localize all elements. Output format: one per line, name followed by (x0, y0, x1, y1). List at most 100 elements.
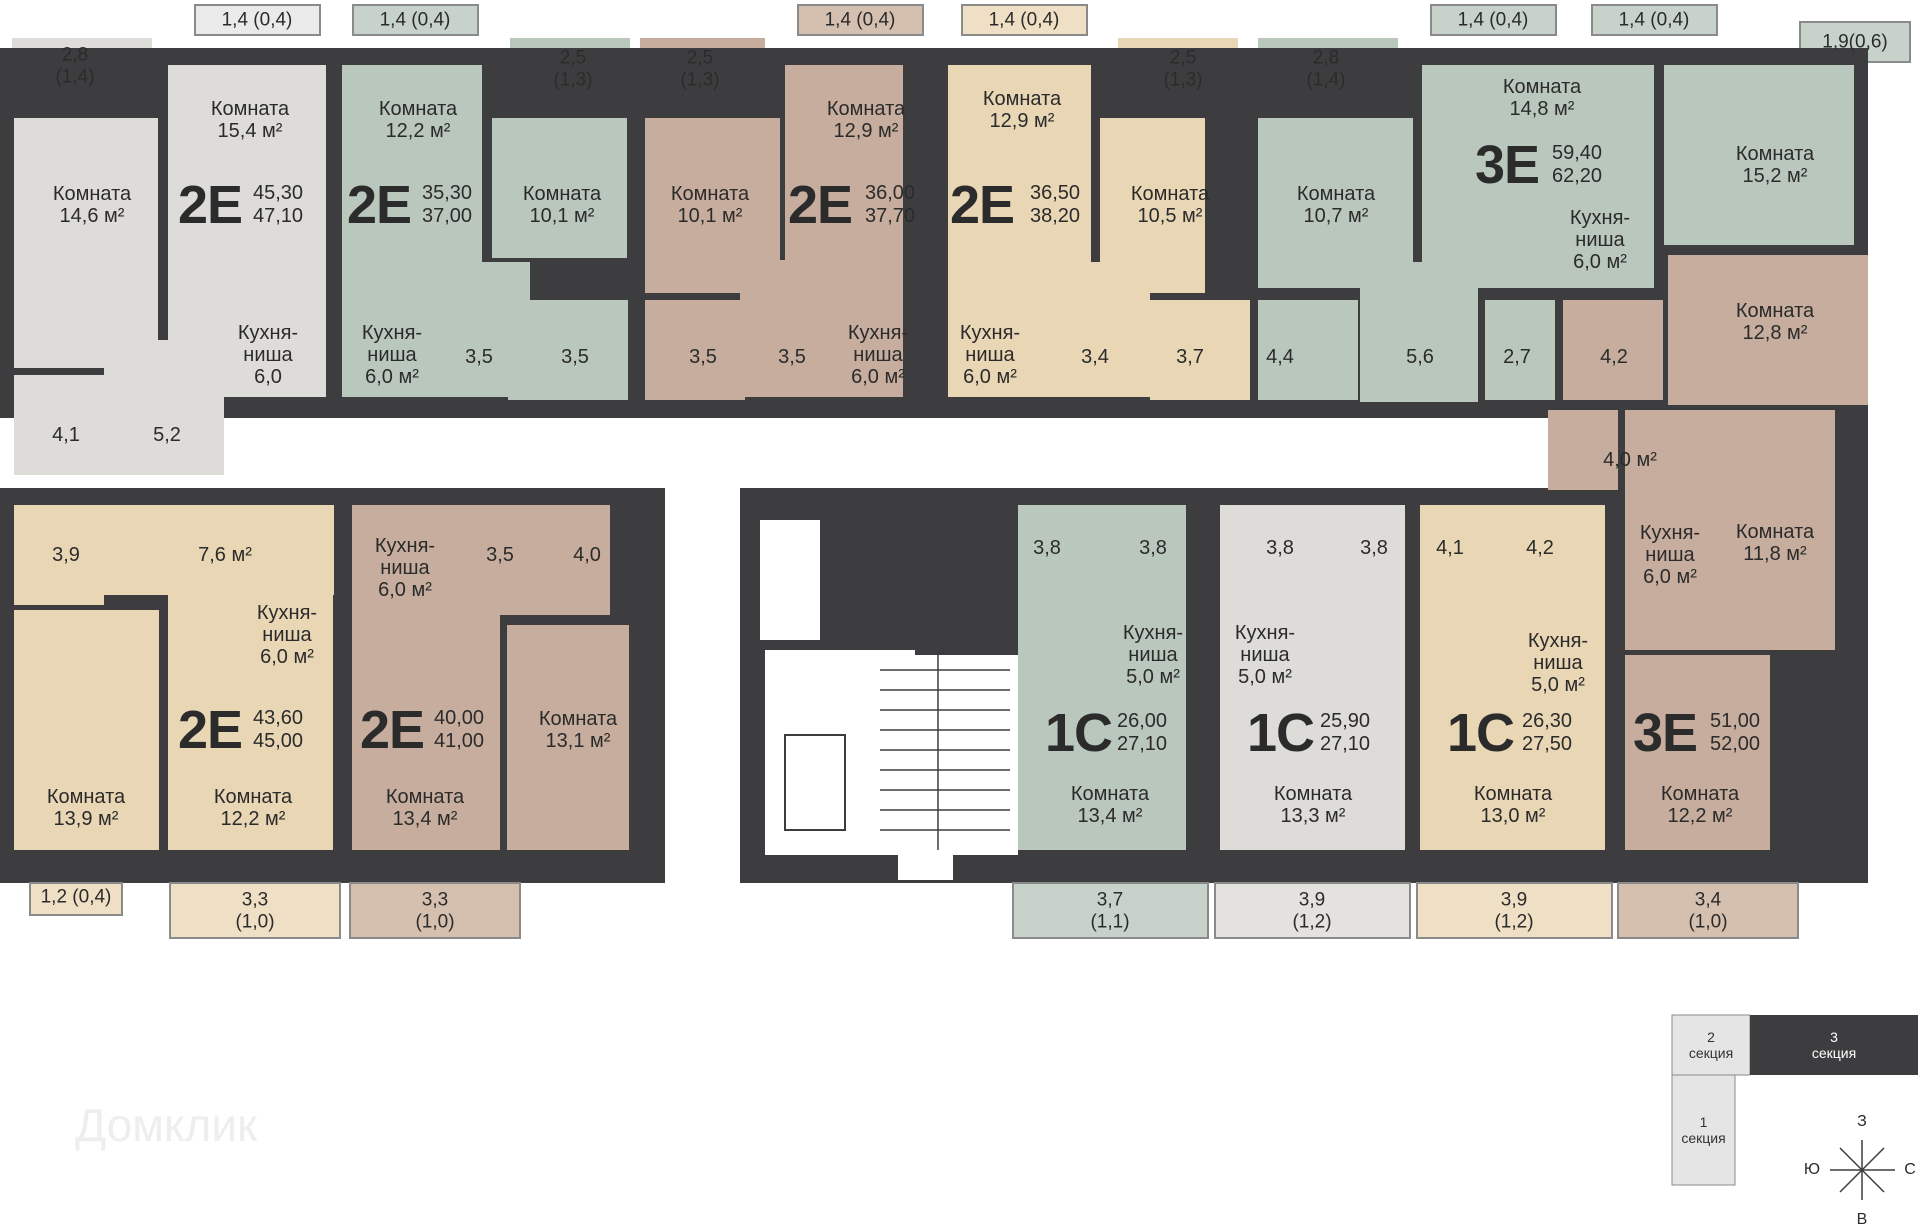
compass-icon (1830, 1140, 1895, 1200)
balcony-label: 3,9 (1500, 889, 1528, 911)
area-label: 3,8 (1033, 537, 1061, 559)
section-legend (1671, 1014, 1918, 1186)
balcony-label: 1,4 (0,4) (988, 9, 1060, 31)
apartment-code: 3E (1633, 703, 1698, 763)
balcony-area-sub: (1,3) (680, 69, 720, 91)
area-label: 4,1 (1436, 537, 1464, 559)
area-label: 4,2 (1600, 346, 1628, 368)
balcony-label: (1,0) (1688, 911, 1728, 933)
bottom-balconies (29, 882, 1799, 939)
balcony-area-sub: (1,3) (553, 69, 593, 91)
area-label: 4,4 (1266, 346, 1294, 368)
apartment-code: 2E (950, 175, 1015, 235)
balcony-label: (1,2) (1292, 911, 1332, 933)
area-label: 4,1 (52, 424, 80, 446)
balcony-area: 2,5 (559, 47, 587, 69)
compass-south: В (1856, 1211, 1868, 1228)
area-label: 3,5 (561, 346, 589, 368)
balcony-label: 1,4 (0,4) (1618, 9, 1690, 31)
area-label: 3,9 (52, 544, 80, 566)
compass-east: С (1904, 1161, 1916, 1178)
area-label: 5,2 (153, 424, 181, 446)
apartment-code: 3E (1475, 135, 1540, 195)
watermark: Домклик (75, 1099, 258, 1151)
lower-rooms (14, 410, 1835, 850)
balcony-label: 3,3 (421, 889, 449, 911)
stair-core (760, 520, 1018, 880)
balcony-area-sub: (1,4) (1306, 69, 1346, 91)
apartment-code: 2E (347, 175, 412, 235)
apartment-code: 1C (1045, 703, 1113, 763)
balcony-label: (1,0) (415, 911, 455, 933)
balcony-area: 2,8 (61, 44, 89, 66)
apartment-code: 1C (1247, 703, 1315, 763)
balcony-label: 3,7 (1096, 889, 1124, 911)
area-label: 4,2 (1526, 537, 1554, 559)
area-label: 2,7 (1503, 346, 1531, 368)
balcony-label: 1,4 (0,4) (379, 9, 451, 31)
area-label: 4,0 м² (1603, 449, 1657, 471)
area-label: 7,6 м² (198, 544, 252, 566)
area-label: 3,8 (1360, 537, 1388, 559)
apartment-code: 1C (1447, 703, 1515, 763)
balcony-label: 3,4 (1694, 889, 1722, 911)
area-label: 3,5 (486, 544, 514, 566)
compass-west: Ю (1803, 1161, 1821, 1178)
balcony-label: 1,4 (0,4) (824, 9, 896, 31)
balcony-label: 1,2 (0,4) (40, 886, 112, 908)
area-label: 3,8 (1266, 537, 1294, 559)
balcony-label: (1,0) (235, 911, 275, 933)
area-label: 4,0 (573, 544, 601, 566)
balcony-area-sub: (1,3) (1163, 69, 1203, 91)
area-label: 3,5 (465, 346, 493, 368)
balcony-label: (1,2) (1494, 911, 1534, 933)
apartment-code: 2E (178, 700, 243, 760)
area-label: 3,8 (1139, 537, 1167, 559)
apartment-code: 2E (178, 175, 243, 235)
balcony-label: 1,4 (0,4) (1457, 9, 1529, 31)
area-label: 3,5 (778, 346, 806, 368)
apartment-code: 2E (788, 175, 853, 235)
compass-north: З (1857, 1113, 1867, 1130)
area-label: 3,4 (1081, 346, 1109, 368)
balcony-label: 3,9 (1298, 889, 1326, 911)
balcony-label: 1,9(0,6) (1822, 31, 1888, 53)
